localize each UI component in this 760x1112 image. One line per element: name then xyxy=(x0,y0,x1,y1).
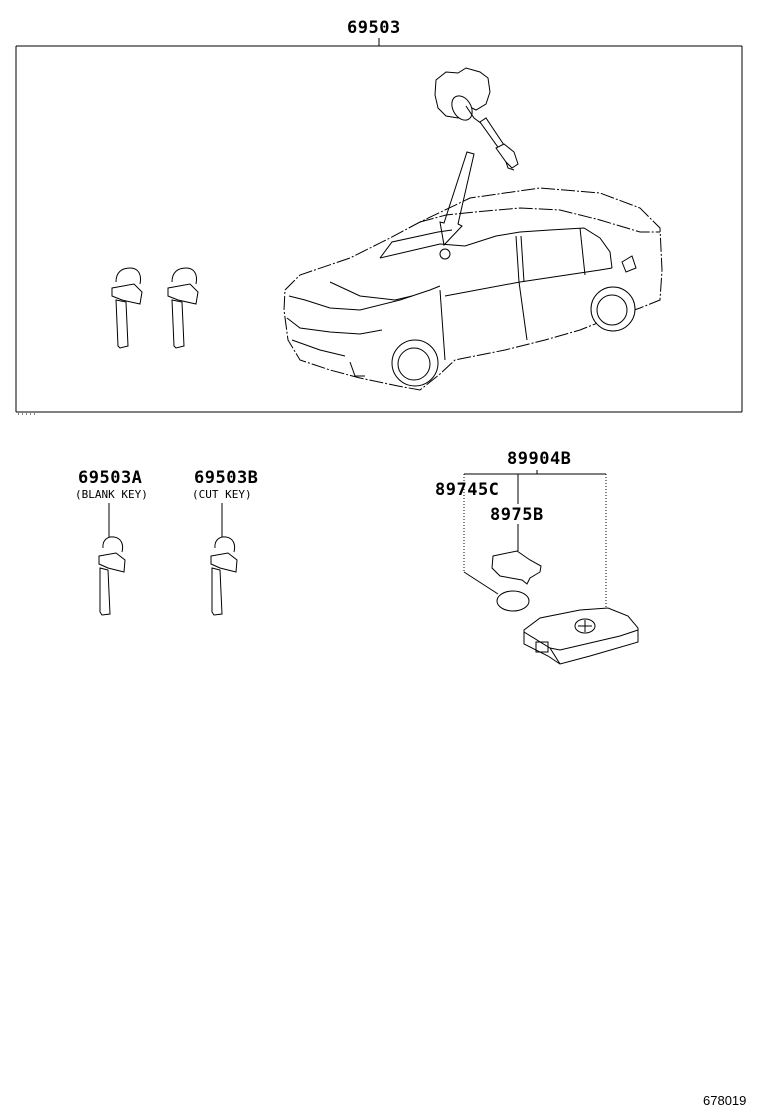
part-number-8975b[interactable]: 8975B xyxy=(490,505,544,525)
lock-cylinder-icon xyxy=(434,67,519,171)
assembly-part-number[interactable]: 69503 xyxy=(347,18,401,38)
part-number-69503b[interactable]: 69503B xyxy=(194,468,259,488)
part-description-cut-key: (CUT KEY) xyxy=(192,488,252,501)
figure-number: 678019 xyxy=(703,1093,747,1108)
location-arrow-icon xyxy=(439,151,475,247)
vehicle-outline-icon xyxy=(283,187,663,391)
remote-leader-lines xyxy=(463,470,607,610)
cut-key-icon xyxy=(210,503,238,616)
part-number-89745c[interactable]: 89745C xyxy=(435,480,500,500)
part-number-89904b[interactable]: 89904B xyxy=(507,449,572,469)
coin-battery-icon xyxy=(496,590,530,612)
part-number-69503a[interactable]: 69503A xyxy=(78,468,143,488)
assembly-frame xyxy=(15,38,743,415)
blank-key-icon xyxy=(98,503,126,616)
key-pair-icon xyxy=(111,267,199,349)
part-description-blank-key: (BLANK KEY) xyxy=(75,488,148,501)
smart-key-fob-icon xyxy=(523,607,639,665)
battery-cover-icon xyxy=(491,550,542,585)
